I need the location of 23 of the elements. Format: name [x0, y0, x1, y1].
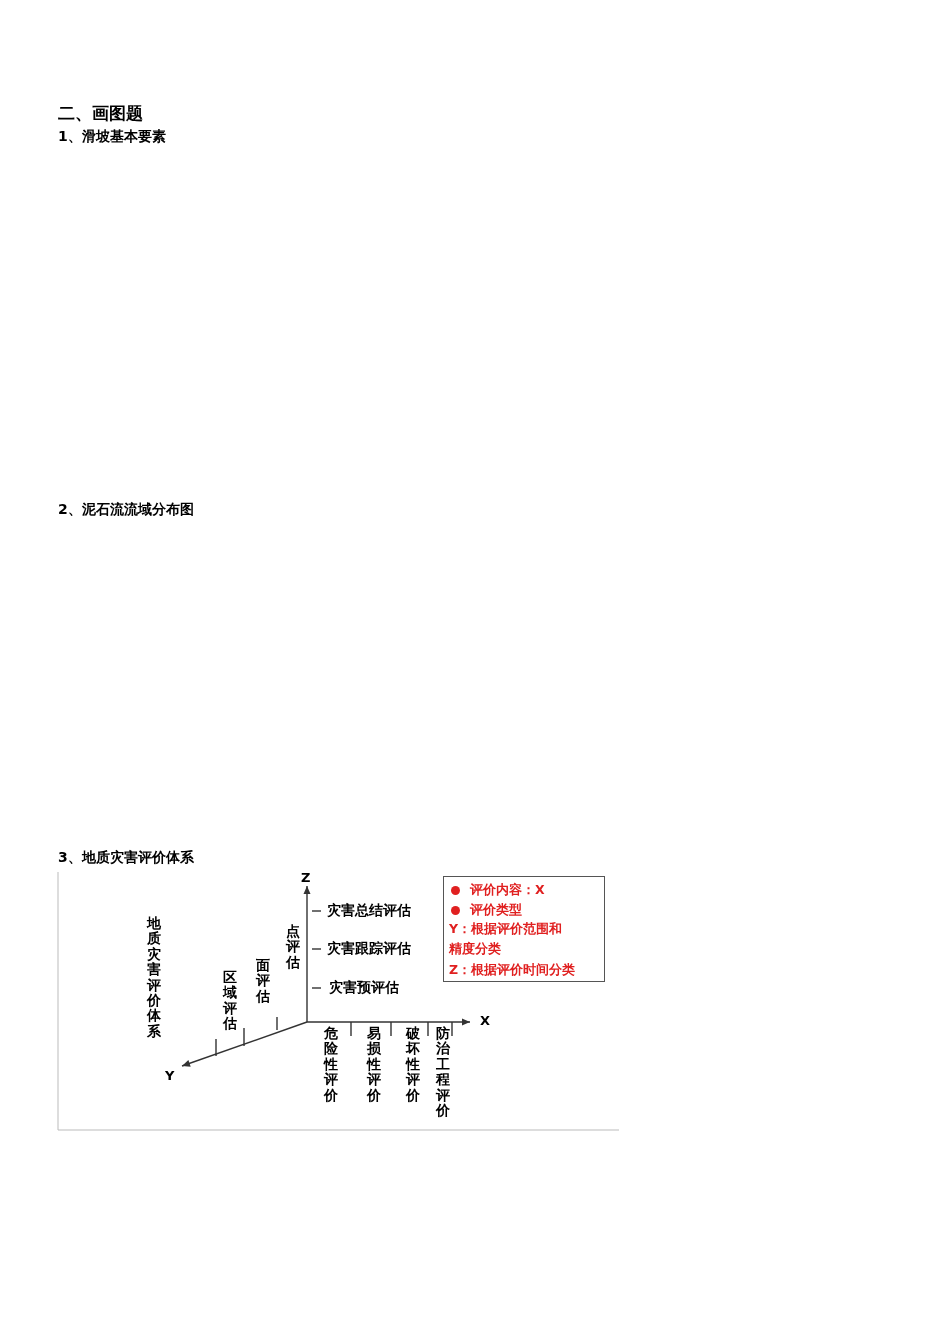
vertical-title: 地质灾害评价体系	[147, 916, 161, 1040]
axis-label: X	[480, 1013, 491, 1028]
section-heading: 二、画图题	[58, 102, 143, 125]
axis-value-label: 面评估	[256, 958, 270, 1005]
axis-value-label: 区域评估	[223, 970, 237, 1032]
note-text: 评价内容：X	[470, 882, 545, 899]
note-text: Y：根据评价范围和精度分类	[449, 920, 564, 958]
axis-label: Z	[301, 870, 311, 885]
heading: 3、地质灾害评价体系	[58, 849, 194, 867]
note-box	[443, 876, 605, 982]
axis-value-label: 破坏性评价	[406, 1026, 420, 1103]
axis-value-label: 灾害预评估	[329, 979, 399, 997]
axis-value-label: 灾害跟踪评估	[327, 940, 411, 958]
axis-value-label: 易损性评价	[367, 1026, 381, 1103]
axis-label: Y	[165, 1068, 175, 1083]
note-text: 评价类型	[470, 902, 522, 919]
heading: 1、滑坡基本要素	[58, 128, 166, 146]
axis-value-label: 危险性评价	[324, 1026, 338, 1103]
axis-value-label: 点评估	[286, 924, 300, 971]
axis-value-label: 防治工程评价	[436, 1026, 450, 1119]
note-text: Z：根据评价时间分类	[449, 962, 576, 979]
heading: 2、泥石流流域分布图	[58, 501, 194, 519]
axis-value-label: 灾害总结评估	[327, 902, 411, 920]
